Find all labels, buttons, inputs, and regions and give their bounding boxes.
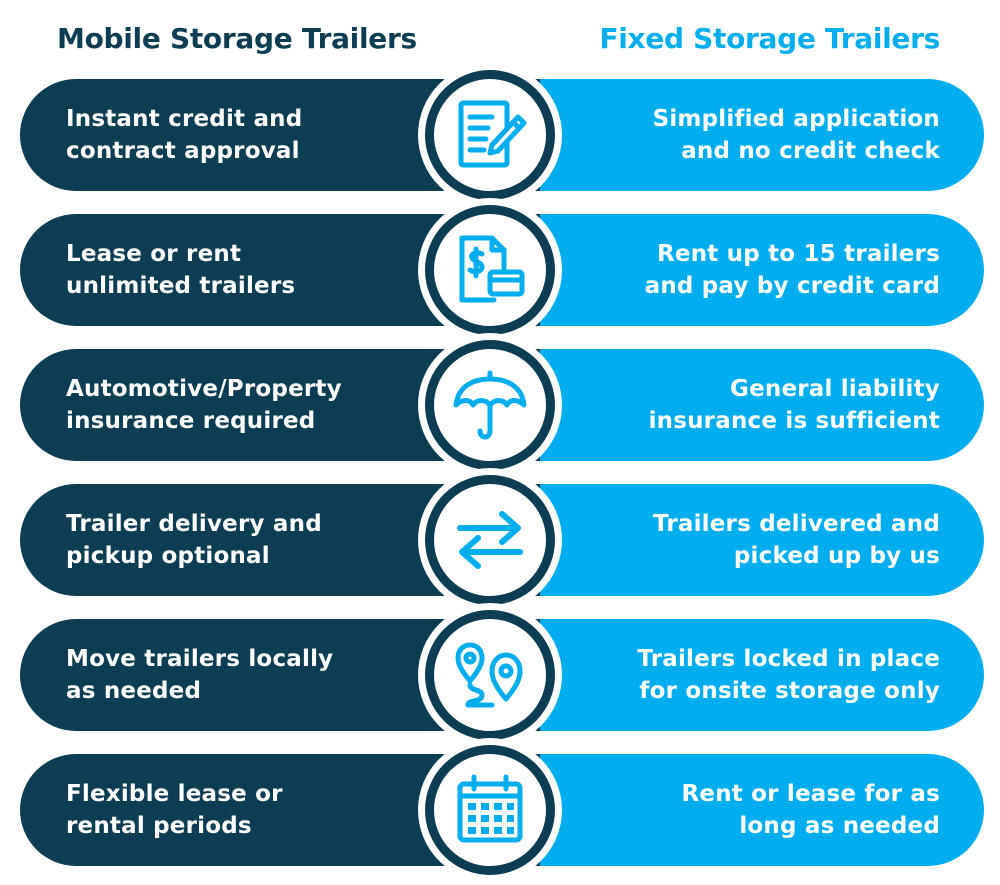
fixed-quantity-pill: Rent up to 15 trailers and pay by credit… [540, 214, 984, 326]
comparison-row-insurance: Automotive/Property insurance required G… [0, 340, 1000, 470]
umbrella-icon [425, 340, 555, 470]
pill-text-line: Trailer delivery and [66, 511, 322, 537]
pill-text-line: insurance required [66, 408, 316, 434]
fixed-storage-header: Fixed Storage Trailers [599, 22, 940, 55]
pill-text-line: picked up by us [733, 543, 940, 569]
pill-text-line: General liability [730, 376, 940, 402]
pill-text-line: Rent or lease for as [681, 781, 940, 807]
comparison-row-movement: Move trailers locally as needed Trailers… [0, 610, 1000, 740]
pill-text-line: Move trailers locally [66, 646, 334, 672]
calendar-icon [425, 745, 555, 875]
comparison-row-credit: Instant credit and contract approval Sim… [0, 70, 1000, 200]
comparison-row-period: Flexible lease or rental periods Rent or… [0, 745, 1000, 875]
payment-card-icon [425, 205, 555, 335]
pill-text-line: Simplified application [652, 106, 940, 132]
pill-text-line: Trailers delivered and [652, 511, 940, 537]
pill-text-line: as needed [66, 678, 202, 704]
pill-text-line: Instant credit and [66, 106, 303, 132]
fixed-delivery-pill: Trailers delivered and picked up by us [540, 484, 984, 596]
pill-text-line: unlimited trailers [66, 273, 296, 299]
pill-text-line: and pay by credit card [644, 273, 940, 299]
pill-text-line: Automotive/Property [66, 376, 342, 402]
fixed-movement-pill: Trailers locked in place for onsite stor… [540, 619, 984, 731]
pill-text-line: and no credit check [681, 138, 940, 164]
pill-text-line: long as needed [739, 813, 940, 839]
pill-text-line: Rent up to 15 trailers [656, 241, 940, 267]
pill-text-line: rental periods [66, 813, 252, 839]
pill-text-line: Flexible lease or [66, 781, 283, 807]
application-form-icon [425, 70, 555, 200]
route-pins-icon [425, 610, 555, 740]
comparison-row-delivery: Trailer delivery and pickup optional Tra… [0, 475, 1000, 605]
fixed-period-pill: Rent or lease for as long as needed [540, 754, 984, 866]
comparison-row-quantity: Lease or rent unlimited trailers Rent up… [0, 205, 1000, 335]
fixed-credit-pill: Simplified application and no credit che… [540, 79, 984, 191]
pill-text-line: contract approval [66, 138, 300, 164]
pill-text-line: for onsite storage only [639, 678, 940, 704]
pill-text-line: pickup optional [66, 543, 270, 569]
pill-text-line: insurance is sufficient [648, 408, 940, 434]
fixed-insurance-pill: General liability insurance is sufficien… [540, 349, 984, 461]
swap-arrows-icon [425, 475, 555, 605]
pill-text-line: Lease or rent [66, 241, 242, 267]
pill-text-line: Trailers locked in place [637, 646, 940, 672]
mobile-storage-header: Mobile Storage Trailers [57, 22, 417, 55]
